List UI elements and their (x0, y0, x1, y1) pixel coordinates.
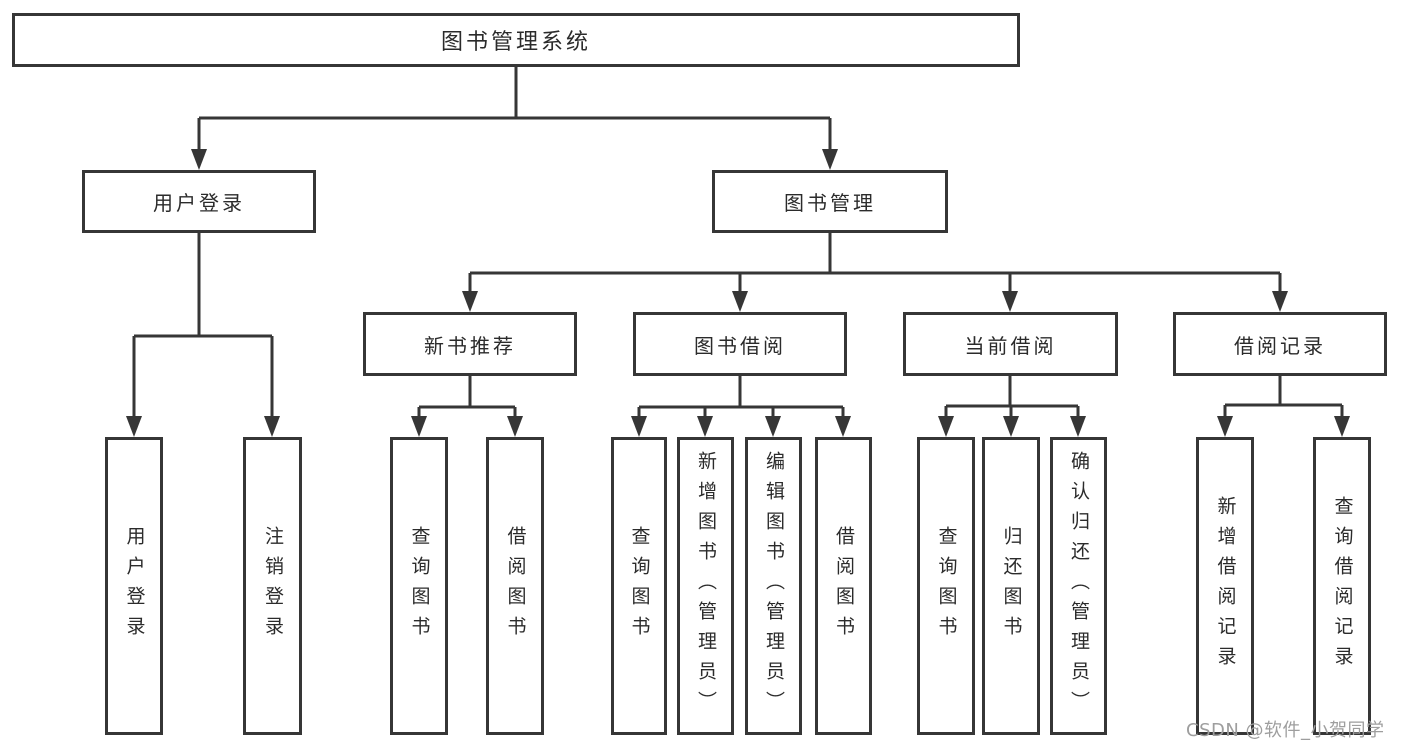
node-label: 查询图书 (628, 526, 651, 646)
connector-path (132, 233, 274, 421)
node-label: 图书管理 (784, 191, 876, 215)
connector-path (417, 376, 517, 421)
node-label: 编辑图书（管理员） (763, 451, 785, 721)
node-label: 新书推荐 (424, 333, 516, 358)
arrow-down-icon (126, 416, 142, 437)
arrow-down-icon (697, 416, 713, 437)
node-borrow-records: 借阅记录 (1173, 312, 1387, 376)
node-label: 用户登录 (123, 526, 146, 646)
leaf-confirm-return-admin: 确认归还（管理员） (1050, 437, 1107, 735)
node-label: 查询图书 (935, 526, 958, 646)
node-current-borrow: 当前借阅 (903, 312, 1118, 376)
node-label: 归还图书 (1000, 526, 1023, 646)
arrow-down-icon (938, 416, 954, 437)
leaf-recommend-borrow-book: 借阅图书 (486, 437, 544, 735)
node-label: 借阅图书 (833, 526, 855, 646)
arrow-down-icon (631, 416, 647, 437)
node-label: 注销登录 (262, 526, 284, 646)
node-label: 查询图书 (408, 526, 431, 646)
leaf-borrow-query-book: 查询图书 (611, 437, 667, 735)
connector-path (197, 67, 832, 154)
leaf-edit-book-admin: 编辑图书（管理员） (745, 437, 802, 735)
arrow-down-icon (507, 416, 523, 437)
node-label: 图书管理系统 (440, 30, 591, 55)
arrow-down-icon (1002, 291, 1018, 312)
leaf-borrow-book: 借阅图书 (815, 437, 872, 735)
node-label: 新增图书（管理员） (695, 451, 717, 721)
arrow-down-icon (264, 416, 280, 437)
arrow-down-icon (1334, 416, 1350, 437)
leaf-add-borrow-record: 新增借阅记录 (1196, 437, 1254, 735)
connector-path (637, 376, 845, 421)
node-book-management: 图书管理 (712, 170, 948, 233)
arrow-down-icon (822, 149, 838, 170)
leaf-logout: 注销登录 (243, 437, 302, 735)
node-label: 当前借阅 (964, 333, 1057, 358)
arrow-down-icon (835, 416, 851, 437)
node-label: 借阅记录 (1234, 333, 1326, 358)
node-system-root: 图书管理系统 (12, 13, 1020, 67)
node-label: 确认归还（管理员） (1068, 451, 1090, 721)
arrow-down-icon (1217, 416, 1233, 437)
leaf-return-book: 归还图书 (982, 437, 1040, 735)
arrow-down-icon (765, 416, 781, 437)
arrow-down-icon (411, 416, 427, 437)
arrow-down-icon (1070, 416, 1086, 437)
arrow-down-icon (191, 149, 207, 170)
connector-path (944, 376, 1080, 421)
leaf-user-login: 用户登录 (105, 437, 163, 735)
arrow-down-icon (732, 291, 748, 312)
watermark: CSDN @软件_小贺同学 (1186, 720, 1385, 741)
arrow-down-icon (462, 291, 478, 312)
leaf-recommend-query-book: 查询图书 (390, 437, 448, 735)
connector-path (1223, 376, 1344, 421)
leaf-query-borrow-record: 查询借阅记录 (1313, 437, 1371, 735)
node-label: 新增借阅记录 (1214, 496, 1237, 676)
node-user-login: 用户登录 (82, 170, 316, 233)
node-new-book-recommend: 新书推荐 (363, 312, 577, 376)
arrow-down-icon (1272, 291, 1288, 312)
node-book-borrow: 图书借阅 (633, 312, 847, 376)
node-label: 用户登录 (153, 191, 245, 215)
leaf-add-book-admin: 新增图书（管理员） (677, 437, 734, 735)
node-label: 图书借阅 (694, 333, 786, 358)
arrow-down-icon (1003, 416, 1019, 437)
leaf-current-query-book: 查询图书 (917, 437, 975, 735)
connector-path (468, 233, 1282, 296)
node-label: 查询借阅记录 (1331, 496, 1354, 676)
node-label: 借阅图书 (504, 526, 527, 646)
